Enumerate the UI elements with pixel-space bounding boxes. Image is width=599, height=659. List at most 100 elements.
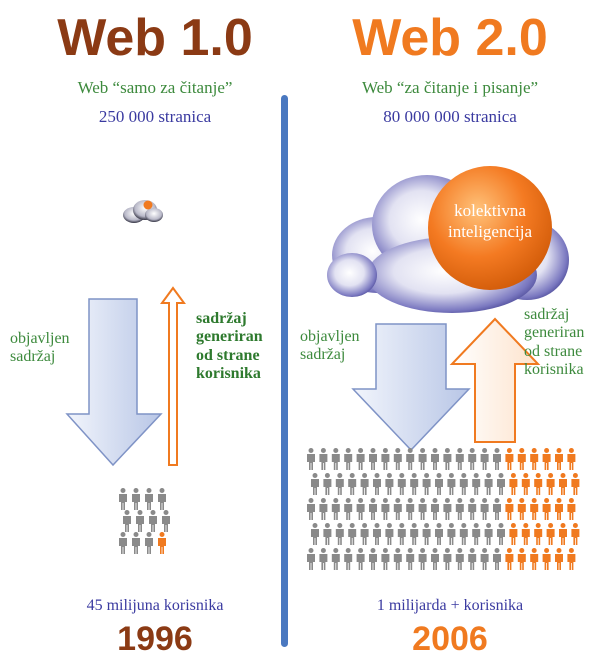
person-icon — [311, 473, 319, 495]
person-icon — [431, 548, 439, 570]
person-icon — [435, 473, 443, 495]
person-icon — [571, 523, 580, 545]
web2-pages: 80 000 000 stranica — [383, 107, 517, 126]
person-icon — [455, 498, 464, 520]
person-icon — [497, 473, 505, 495]
web1-down-arrow — [65, 298, 163, 467]
person-icon — [484, 523, 493, 545]
person-icon — [443, 448, 452, 470]
person-icon — [530, 448, 539, 470]
web1-down-label-line2: sadržaj — [10, 348, 56, 366]
person-icon — [335, 523, 344, 545]
person-icon — [517, 498, 526, 520]
person-icon — [530, 548, 539, 570]
web2-up-arrow — [449, 317, 541, 443]
person-icon — [344, 498, 353, 520]
web2-subtitle: Web “za čitanje i pisanje” — [361, 78, 539, 97]
person-icon — [534, 473, 543, 495]
person-icon — [509, 473, 518, 495]
person-icon — [555, 548, 563, 570]
person-icon — [455, 448, 464, 470]
person-icon — [521, 523, 530, 545]
person-icon — [373, 473, 381, 495]
person-icon — [119, 488, 127, 510]
person-icon — [542, 548, 551, 570]
web2-up-label: sadržaj generiran od strane korisnika — [524, 306, 598, 380]
web2-down-label-line2: sadržaj — [300, 346, 346, 364]
person-icon — [546, 473, 555, 495]
person-icon — [331, 498, 340, 520]
person-icon — [406, 448, 415, 470]
person-icon — [480, 448, 489, 470]
web2-down-arrow — [351, 323, 471, 452]
person-icon — [406, 498, 415, 520]
person-icon — [123, 510, 131, 532]
person-icon — [319, 498, 328, 520]
person-icon — [369, 448, 377, 470]
person-icon — [505, 548, 514, 570]
divider-line — [281, 95, 288, 647]
cloud-label: kolektivna inteligencija — [430, 200, 550, 243]
person-icon — [517, 548, 526, 570]
person-icon — [555, 498, 563, 520]
person-icon — [468, 548, 477, 570]
web2-up-label-line2: generiran — [524, 324, 585, 342]
person-icon — [459, 473, 468, 495]
person-icon — [542, 448, 551, 470]
person-icon — [447, 523, 456, 545]
person-icon — [162, 510, 170, 532]
person-icon — [356, 498, 365, 520]
person-icon — [323, 523, 332, 545]
web2-year: 2006 — [412, 620, 488, 658]
person-icon — [422, 523, 431, 545]
person-icon — [356, 448, 365, 470]
web1-up-label-line4: korisnika — [196, 365, 261, 383]
person-icon — [369, 498, 377, 520]
big-cloud-icon — [327, 166, 569, 313]
person-icon — [307, 548, 315, 570]
web1-up-label: sadržaj generiran od strane korisnika — [196, 310, 286, 384]
person-icon — [136, 510, 144, 532]
person-icon — [472, 473, 481, 495]
person-icon — [360, 473, 369, 495]
person-icon — [530, 498, 539, 520]
person-icon — [447, 473, 456, 495]
web1-users: 45 milijuna korisnika — [86, 597, 224, 614]
person-icon — [397, 473, 406, 495]
person-icon — [385, 523, 394, 545]
web1-users-crowd — [119, 488, 170, 554]
person-icon — [559, 523, 567, 545]
person-icon — [418, 448, 427, 470]
small-cloud-icon — [123, 200, 163, 223]
person-icon — [356, 548, 365, 570]
person-icon — [431, 498, 439, 520]
person-icon — [542, 498, 551, 520]
person-icon — [149, 510, 157, 532]
web2-users: 1 milijarda + korisnika — [376, 597, 524, 614]
person-icon — [555, 448, 563, 470]
person-icon — [567, 498, 576, 520]
person-icon — [493, 448, 501, 470]
person-icon — [319, 448, 328, 470]
person-icon — [559, 473, 567, 495]
person-icon — [443, 548, 452, 570]
person-icon — [393, 548, 402, 570]
web2-title: Web 2.0 — [352, 9, 548, 67]
person-icon — [311, 523, 319, 545]
person-icon — [410, 473, 419, 495]
person-icon — [472, 523, 481, 545]
person-icon — [418, 498, 427, 520]
person-icon — [158, 532, 166, 554]
person-icon — [521, 473, 530, 495]
person-icon — [509, 523, 518, 545]
person-icon — [145, 488, 153, 510]
person-icon — [369, 548, 377, 570]
person-icon — [132, 488, 140, 510]
web2-up-label-line1: sadržaj — [524, 306, 570, 323]
person-icon — [381, 498, 390, 520]
person-icon — [132, 532, 140, 554]
person-icon — [443, 498, 452, 520]
web2-users-crowd — [307, 448, 580, 570]
web2-up-label-line4: korisnika — [524, 361, 584, 379]
web1-down-label-line1: objavljen — [10, 330, 70, 347]
